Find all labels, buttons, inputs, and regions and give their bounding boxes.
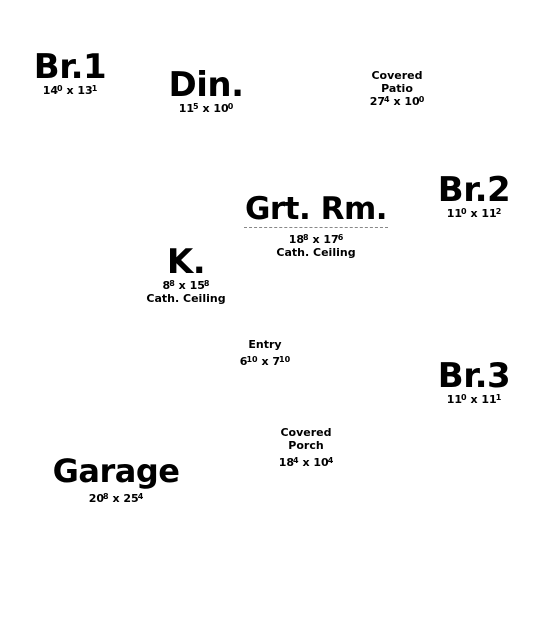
room-covered-porch: Covered Porch 184 x 104 (266, 426, 346, 468)
room-dimensions: 110 x 111 (446, 393, 502, 406)
room-dimensions: 88 x 158 (162, 279, 210, 292)
room-dimensions: 115 x 100 (178, 102, 234, 115)
room-name-line1: Covered (371, 69, 423, 82)
room-br3: Br.3 110 x 111 (434, 359, 514, 405)
room-entry: Entry 610 x 710 (225, 338, 305, 367)
room-note: Cath. Ceiling (276, 246, 356, 259)
room-dimensions: 140 x 131 (42, 84, 98, 97)
room-covered-patio: Covered Patio 274 x 100 (357, 69, 437, 107)
room-dimensions: 274 x 100 (369, 95, 425, 108)
room-name: Br.3 (437, 356, 511, 396)
room-name-line2: Porch (288, 439, 324, 452)
room-br1: Br.1 140 x 131 (30, 50, 110, 96)
room-name: Din. (168, 65, 245, 105)
room-note: Cath. Ceiling (146, 292, 226, 305)
room-name-line1: Covered (280, 426, 332, 439)
room-dimensions: 188 x 176 (288, 233, 344, 246)
room-dimensions: 184 x 104 (278, 456, 334, 469)
room-name: Br.2 (437, 170, 511, 210)
room-dimensions: 610 x 710 (239, 355, 291, 368)
room-garage: Garage 208 x 254 (50, 455, 182, 504)
room-name: Garage (52, 452, 180, 490)
room-great-room: Grt. Rm. 188 x 176 Cath. Ceiling (244, 194, 388, 258)
room-dining: Din. 115 x 100 (166, 68, 246, 114)
room-dimensions: 208 x 254 (88, 492, 144, 505)
room-name: Grt. Rm. (244, 191, 388, 228)
room-dimensions: 110 x 112 (446, 207, 502, 220)
room-name: Br.1 (33, 47, 107, 87)
room-name: K. (166, 242, 206, 282)
room-br2: Br.2 110 x 112 (434, 173, 514, 219)
room-name-line2: Patio (381, 82, 413, 95)
room-name: Entry (248, 338, 282, 351)
room-kitchen: K. 88 x 158 Cath. Ceiling (136, 245, 236, 304)
